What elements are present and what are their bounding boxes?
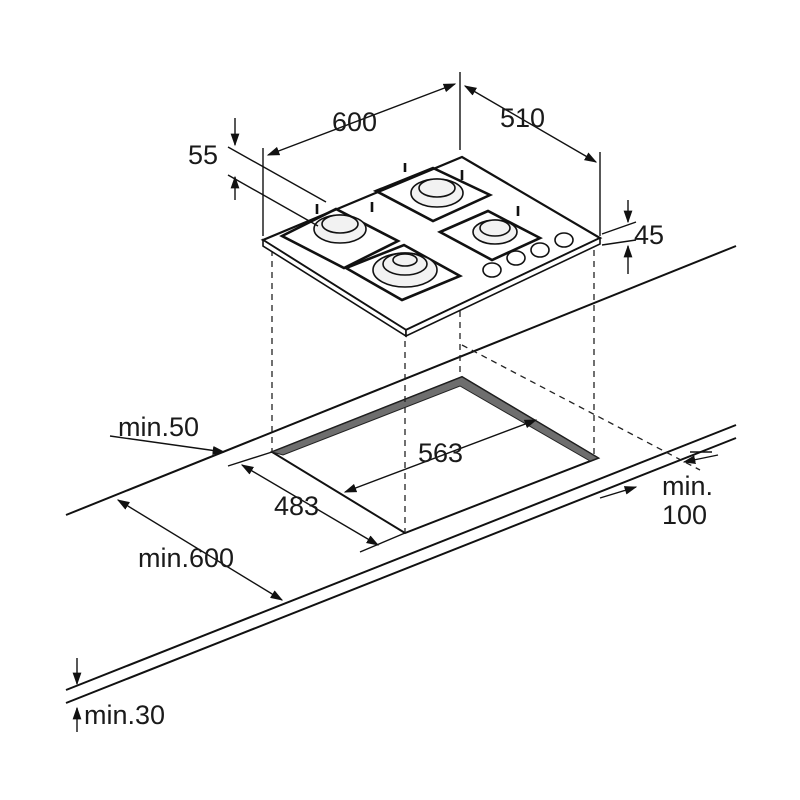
dimension-top-offset-label: 55 bbox=[188, 140, 218, 170]
worktop-rear-edge bbox=[65, 424, 737, 691]
cutout-inner-edge bbox=[270, 376, 600, 462]
gas-burner-icon bbox=[313, 178, 518, 288]
dimension-worktop-depth-label: min.600 bbox=[138, 543, 234, 573]
hob-right-edge bbox=[405, 236, 601, 338]
dimension-cutout-width-label: 563 bbox=[418, 438, 463, 468]
dimension-wall-distance-label: min.50 bbox=[118, 412, 199, 442]
pan-support-icon bbox=[279, 163, 543, 302]
worktop-front-top-edge bbox=[65, 245, 737, 516]
dimension-arrow-icon bbox=[72, 72, 719, 732]
hob bbox=[260, 155, 603, 338]
dimension-rear-distance-label-line1: min. bbox=[662, 471, 713, 501]
worktop-rear-lower-edge bbox=[65, 437, 737, 704]
dimension-cutout-depth-label: 483 bbox=[274, 491, 319, 521]
dimension-rear-distance-label-line2: 100 bbox=[662, 500, 707, 530]
dimension-depth-label: 510 bbox=[500, 103, 545, 133]
worktop bbox=[65, 245, 737, 704]
dimension-width-label: 600 bbox=[332, 107, 377, 137]
dimension-height-label: 45 bbox=[634, 220, 664, 250]
dimension-worktop-thickness-label: min.30 bbox=[84, 700, 165, 730]
control-knob-icon bbox=[482, 232, 574, 278]
